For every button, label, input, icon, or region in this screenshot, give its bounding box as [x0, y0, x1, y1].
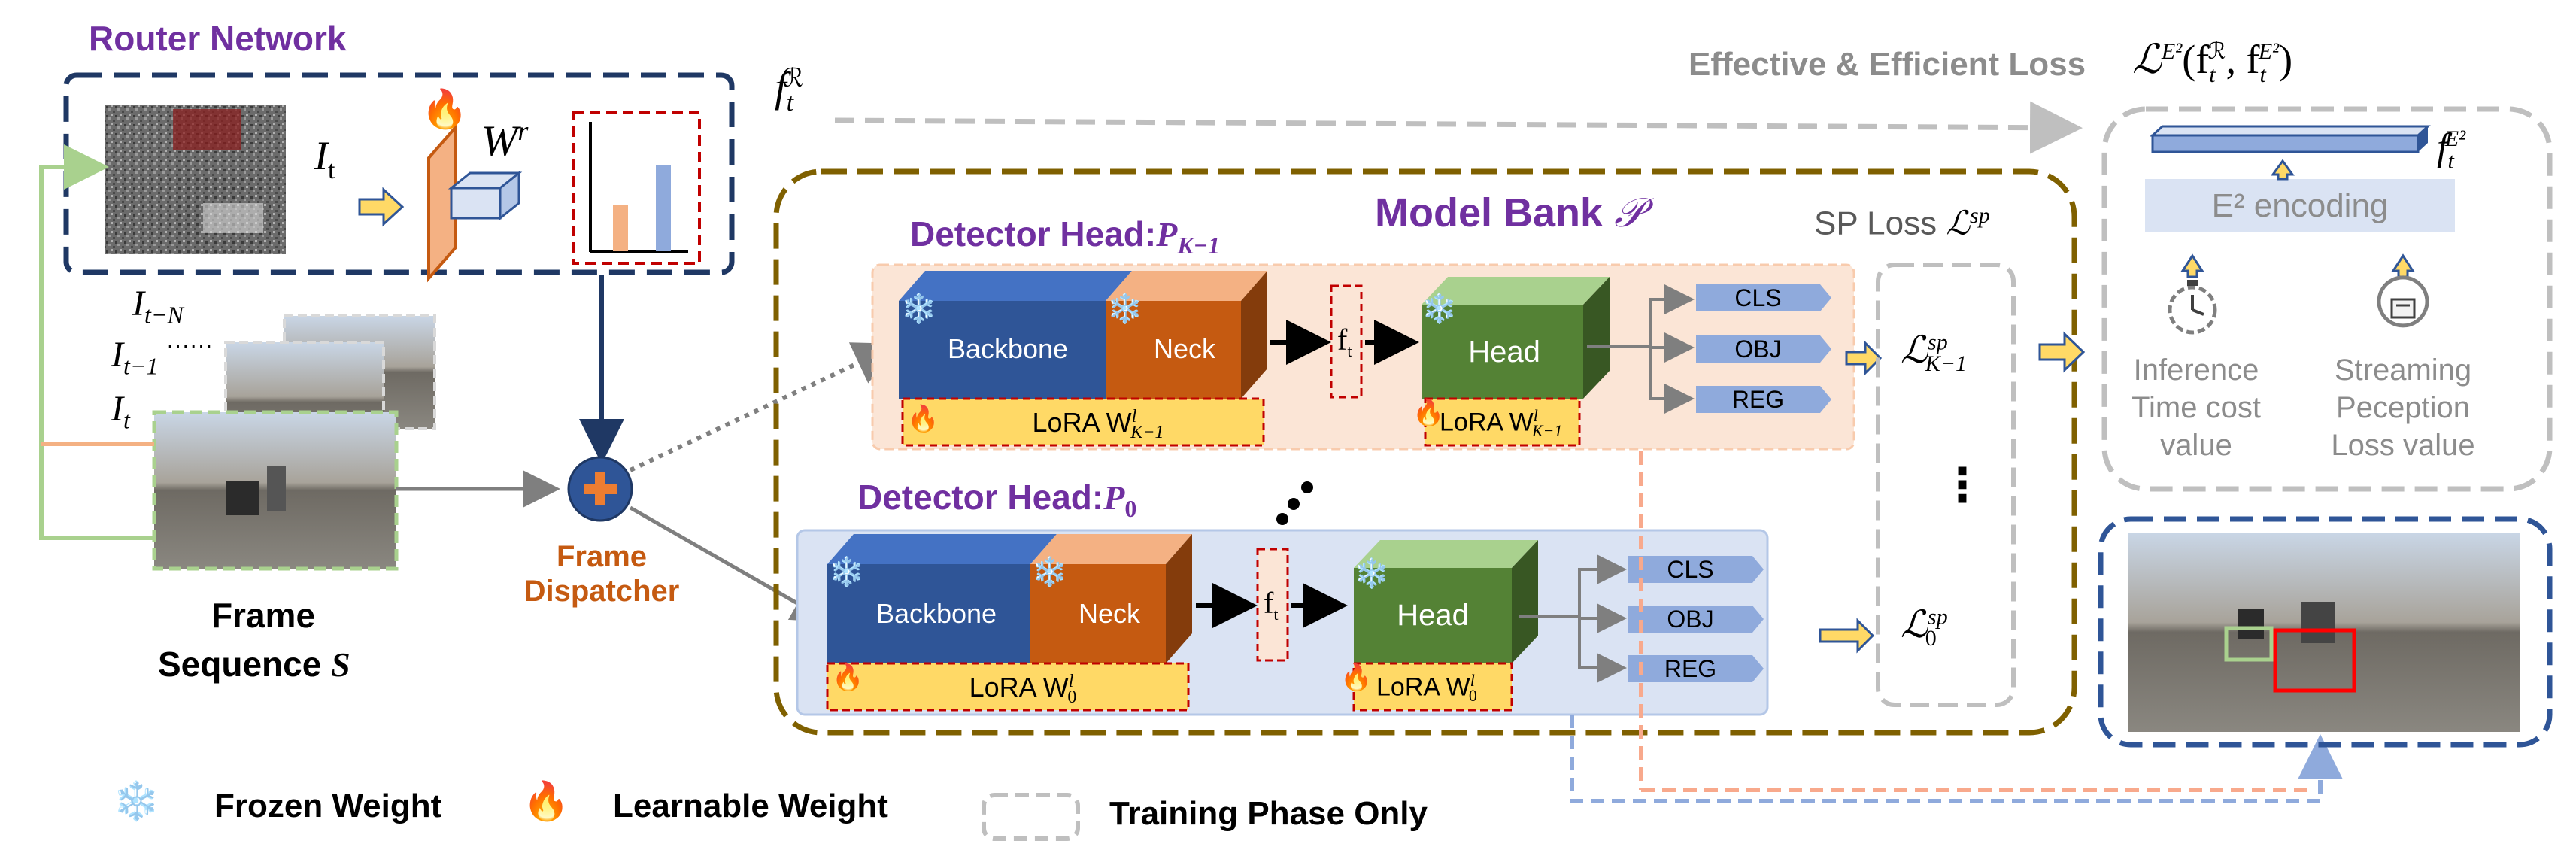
encoding-box	[2145, 179, 2455, 232]
lora-bottom-main-label: LoRA Wl0	[969, 672, 1077, 708]
detector-bottom-title: Detector Head:P0	[857, 478, 1137, 523]
legend-learnable: Learnable Weight	[613, 788, 888, 824]
head-top: Head	[1468, 335, 1540, 369]
streaming-line3: Loss value	[2331, 429, 2475, 462]
feature-top-label: ft	[1337, 323, 1352, 360]
frame-label-t1: It−1	[111, 335, 159, 380]
flame-icon: 🔥	[832, 663, 864, 692]
output-obj-bottom: OBJ	[1667, 606, 1714, 633]
flame-icon: 🔥	[907, 405, 939, 433]
feature-bottom-box	[1256, 548, 1289, 662]
output-tag-cls-top	[1696, 284, 1831, 311]
router-title: Router Network	[89, 19, 347, 58]
frame-label-t: It	[111, 389, 130, 434]
sp-loss-top: ℒspK−1	[1901, 329, 1967, 376]
efficient-loss-formula: ℒE²(ftℛ, ftE²)	[2132, 37, 2293, 87]
flame-icon: 🔥	[421, 88, 469, 130]
output-cls-top: CLS	[1734, 284, 1782, 311]
efficient-loss-box	[2101, 106, 2553, 492]
router-feature-label: ftℛ	[775, 64, 804, 117]
encoding-output-label: ftE²	[2437, 126, 2466, 174]
feature-bottom-label: ft	[1264, 586, 1279, 624]
legend-dashed-swatch	[982, 793, 1080, 841]
feature-top-box	[1330, 284, 1363, 399]
frame-dots: ......	[167, 328, 214, 353]
lora-top-head	[1424, 397, 1581, 447]
snowflake-icon: ❄️	[829, 557, 865, 588]
neck-top: Neck	[1153, 333, 1216, 364]
detection-box-red	[2273, 628, 2356, 693]
output-tag-reg-top	[1696, 386, 1831, 413]
dispatcher-line1: Frame	[556, 540, 648, 573]
legend-frozen: Frozen Weight	[214, 788, 442, 824]
lora-bottom-main	[826, 662, 1190, 712]
frame-caption-line1: Frame	[211, 596, 316, 635]
frame-label-tn: It−N	[132, 284, 184, 329]
lora-top-main	[901, 397, 1265, 447]
flame-icon: 🔥	[1412, 399, 1445, 427]
sp-loss-title: SP Loss ℒsp	[1814, 203, 1990, 242]
snowflake-icon: ❄️	[1107, 293, 1143, 325]
legend-training: Training Phase Only	[1109, 795, 1428, 832]
encoding-label: E² encoding	[2211, 187, 2389, 224]
snowflake-icon: ❄️	[1032, 557, 1068, 588]
score-bar-2	[656, 165, 671, 251]
lora-bottom-head	[1352, 662, 1513, 712]
score-bar-1	[613, 205, 628, 251]
frame-caption-line2: Sequence S	[158, 645, 350, 684]
router-input-label: It	[314, 133, 335, 184]
snowflake-icon: ❄️	[1354, 558, 1390, 590]
output-cls-bottom: CLS	[1667, 556, 1714, 583]
inference-line1: Inference	[2133, 354, 2259, 387]
snowflake-icon: ❄️	[1422, 293, 1458, 325]
model-bank-box	[773, 168, 2077, 736]
dispatcher-line2: Dispatcher	[523, 575, 680, 608]
model-bank-title: Model Bank 𝒫	[1375, 190, 1643, 235]
neck-bottom: Neck	[1078, 598, 1141, 629]
sp-loss-vdots: ⋮	[1939, 460, 1986, 511]
output-tag-obj-top	[1696, 335, 1831, 363]
flame-icon: 🔥	[1340, 663, 1373, 692]
router-arrow-icon	[358, 187, 405, 227]
efficient-loss-title: Effective & Efficient Loss	[1689, 46, 2086, 83]
streaming-line2: Peception	[2336, 391, 2470, 424]
head-bottom: Head	[1397, 599, 1469, 632]
streaming-line1: Streaming	[2334, 354, 2472, 387]
detection-box-green	[2224, 626, 2274, 662]
snowflake-icon: ❄️	[113, 780, 160, 822]
lora-bottom-head-label: LoRA Wl0	[1376, 671, 1477, 706]
output-box	[2098, 516, 2553, 748]
sp-loss-box	[1876, 263, 2016, 707]
output-reg-top: REG	[1731, 386, 1785, 413]
router-weight-label: Wr	[481, 116, 529, 165]
inference-line2: Time cost	[2131, 391, 2261, 424]
settings-icon	[2377, 275, 2429, 328]
router-score-box	[572, 111, 701, 265]
clock-icon	[2168, 280, 2217, 335]
inference-line3: value	[2160, 429, 2232, 462]
output-tag-obj-bottom	[1628, 606, 1764, 633]
router-weight-plate	[427, 123, 457, 283]
flame-icon: 🔥	[523, 780, 570, 822]
backbone-bottom: Backbone	[875, 598, 997, 629]
output-obj-top: OBJ	[1734, 335, 1782, 363]
sp-loss-bottom: ℒsp0	[1901, 603, 1948, 651]
lora-top-head-label: LoRA WlK−1	[1440, 406, 1563, 441]
snowflake-icon: ❄️	[901, 293, 937, 325]
output-tag-reg-bottom	[1628, 655, 1764, 682]
output-tag-cls-bottom	[1628, 556, 1764, 583]
lora-top-main-label: LoRA WlK−1	[1032, 407, 1164, 443]
detector-top-title: Detector Head:PK−1	[910, 214, 1221, 260]
output-reg-bottom: REG	[1664, 655, 1717, 682]
backbone-top: Backbone	[947, 333, 1069, 364]
